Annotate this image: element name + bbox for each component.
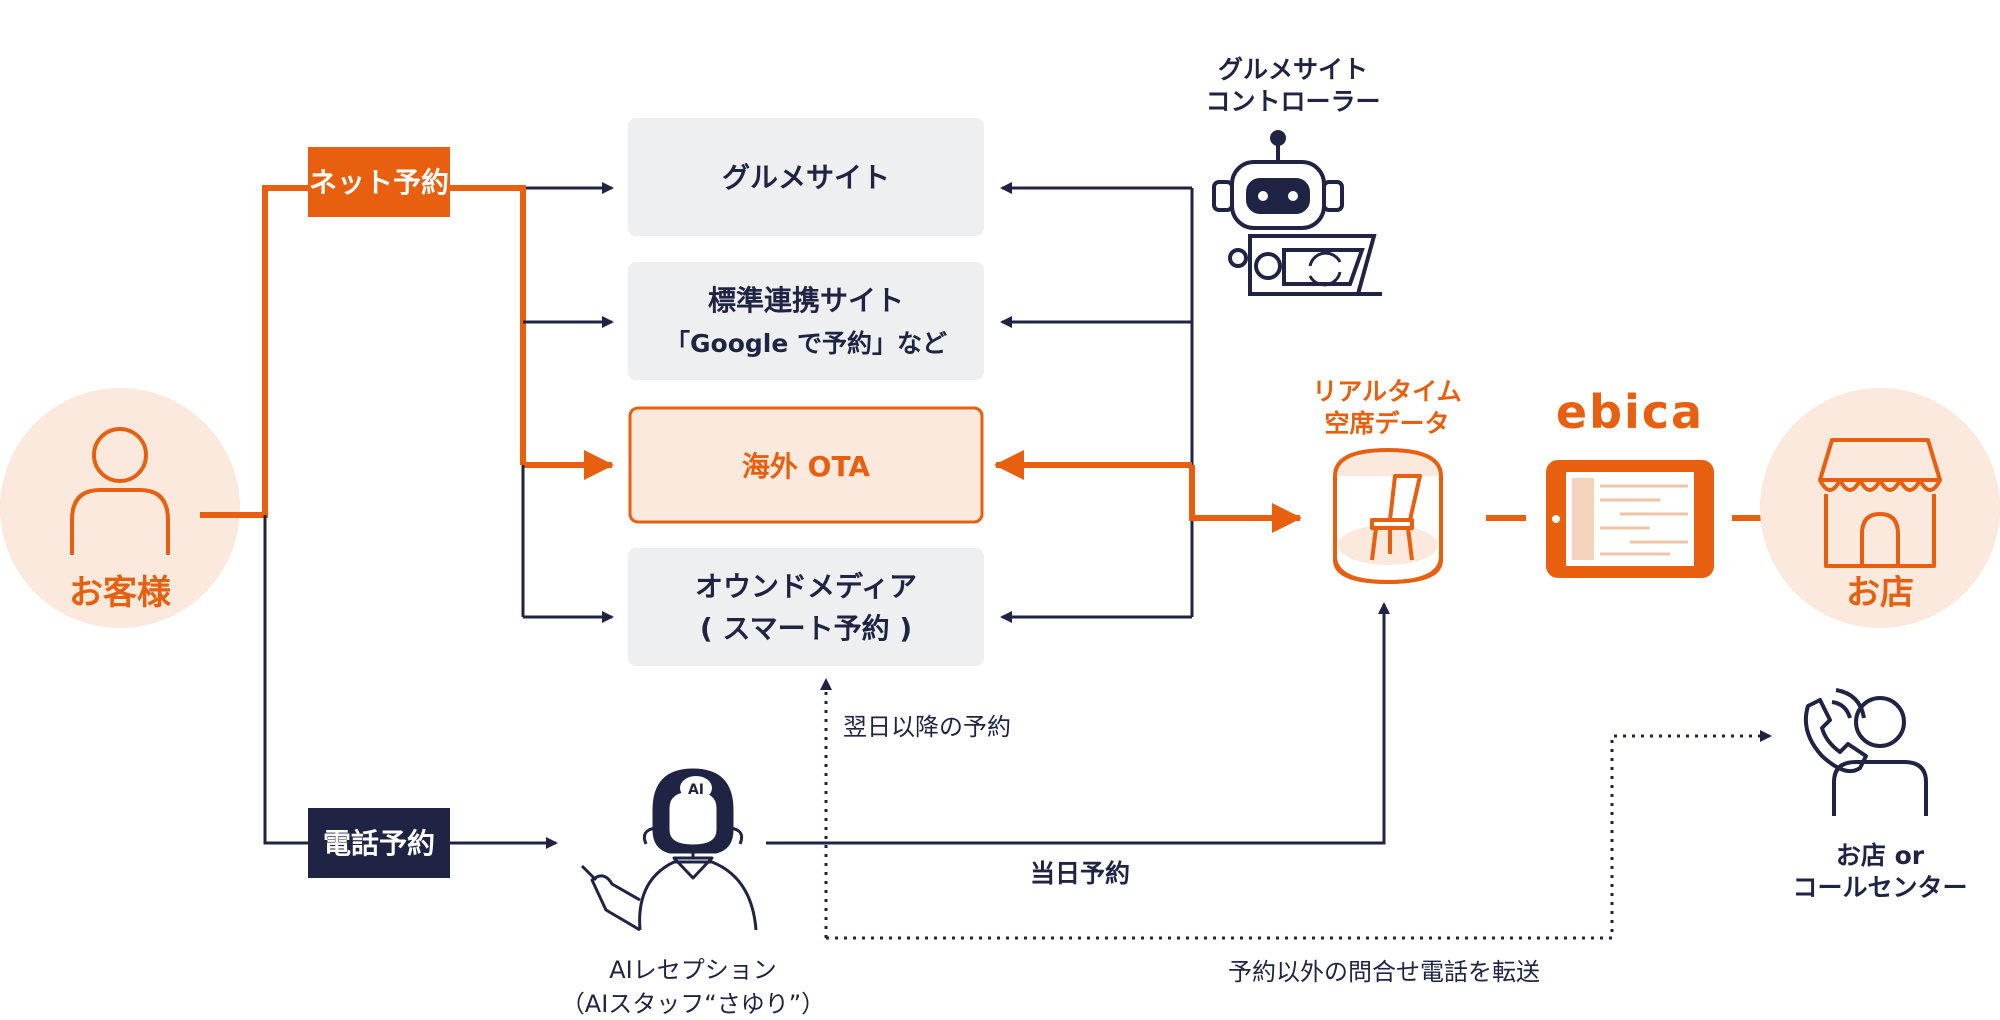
person-icon — [70, 427, 170, 555]
call-center-node: お店 or コールセンター — [1792, 688, 1968, 902]
site-gourmet: グルメサイト — [628, 118, 984, 236]
ai-reception-node: AI AIレセプション （AIスタッフ“さゆり”） — [561, 768, 825, 1018]
ai-reception-label-1: AIレセプション — [609, 956, 777, 984]
net-reservation-label: ネット予約 — [309, 166, 449, 199]
chair-icon — [1370, 474, 1422, 561]
call-center-label-1: お店 or — [1836, 841, 1925, 870]
ai-receptionist-icon — [580, 768, 758, 932]
site-standard-label-2: 「Google で予約」など — [665, 329, 947, 358]
call-center-label-2: コールセンター — [1792, 873, 1967, 902]
phone-reservation-label: 電話予約 — [323, 827, 435, 860]
net-reservation-badge: ネット予約 — [308, 147, 450, 217]
controller-label-2: コントローラー — [1205, 87, 1380, 116]
site-gourmet-label: グルメサイト — [722, 161, 890, 194]
store-label: お店 — [1846, 573, 1914, 613]
site-standard-label-1: 標準連携サイト — [708, 284, 904, 317]
site-owned-label-2: ( スマート予約 ) — [700, 612, 912, 645]
realtime-node: リアルタイム 空席データ — [1312, 377, 1462, 585]
site-standard: 標準連携サイト 「Google で予約」など — [628, 262, 984, 380]
robot-icon — [1212, 130, 1344, 230]
ai-reception-label-2: （AIスタッフ“さゆり”） — [561, 990, 825, 1018]
site-owned-media: オウンドメディア ( スマート予約 ) — [628, 548, 984, 666]
controller-lines — [994, 182, 1302, 623]
realtime-label-1: リアルタイム — [1312, 377, 1461, 406]
storefront-icon — [1818, 438, 1942, 568]
customer-trunk — [200, 185, 308, 845]
store-node: お店 — [1760, 388, 2000, 628]
controller-node: グルメサイト コントローラー — [1205, 55, 1382, 296]
person-icon — [1832, 696, 1928, 816]
site-ota-label: 海外 OTA — [742, 450, 870, 483]
same-day-label: 当日予約 — [1030, 859, 1130, 888]
site-overseas-ota: 海外 OTA — [628, 406, 984, 524]
controller-label-1: グルメサイト — [1218, 55, 1368, 84]
ebica-node: ebica — [1546, 385, 1714, 578]
next-day-label: 翌日以降の予約 — [843, 713, 1011, 741]
ebica-logo: ebica — [1556, 385, 1704, 439]
laptop-sync-icon — [1228, 234, 1382, 296]
realtime-label-2: 空席データ — [1324, 409, 1449, 438]
transfer-line — [826, 730, 1772, 940]
customer-node: お客様 — [0, 388, 240, 628]
phone-reservation-badge: 電話予約 — [308, 808, 450, 878]
site-owned-label-1: オウンドメディア — [695, 570, 917, 603]
transfer-label: 予約以外の問合せ電話を転送 — [1228, 958, 1540, 986]
same-day-line — [766, 602, 1390, 845]
tablet-icon — [1546, 460, 1714, 578]
ai-badge: AI — [680, 776, 712, 800]
seat-database-icon — [1333, 447, 1443, 585]
phone-icon — [1803, 688, 1868, 773]
ai-badge-text: AI — [688, 782, 704, 798]
net-branches — [450, 182, 614, 623]
customer-label: お客様 — [69, 573, 172, 613]
